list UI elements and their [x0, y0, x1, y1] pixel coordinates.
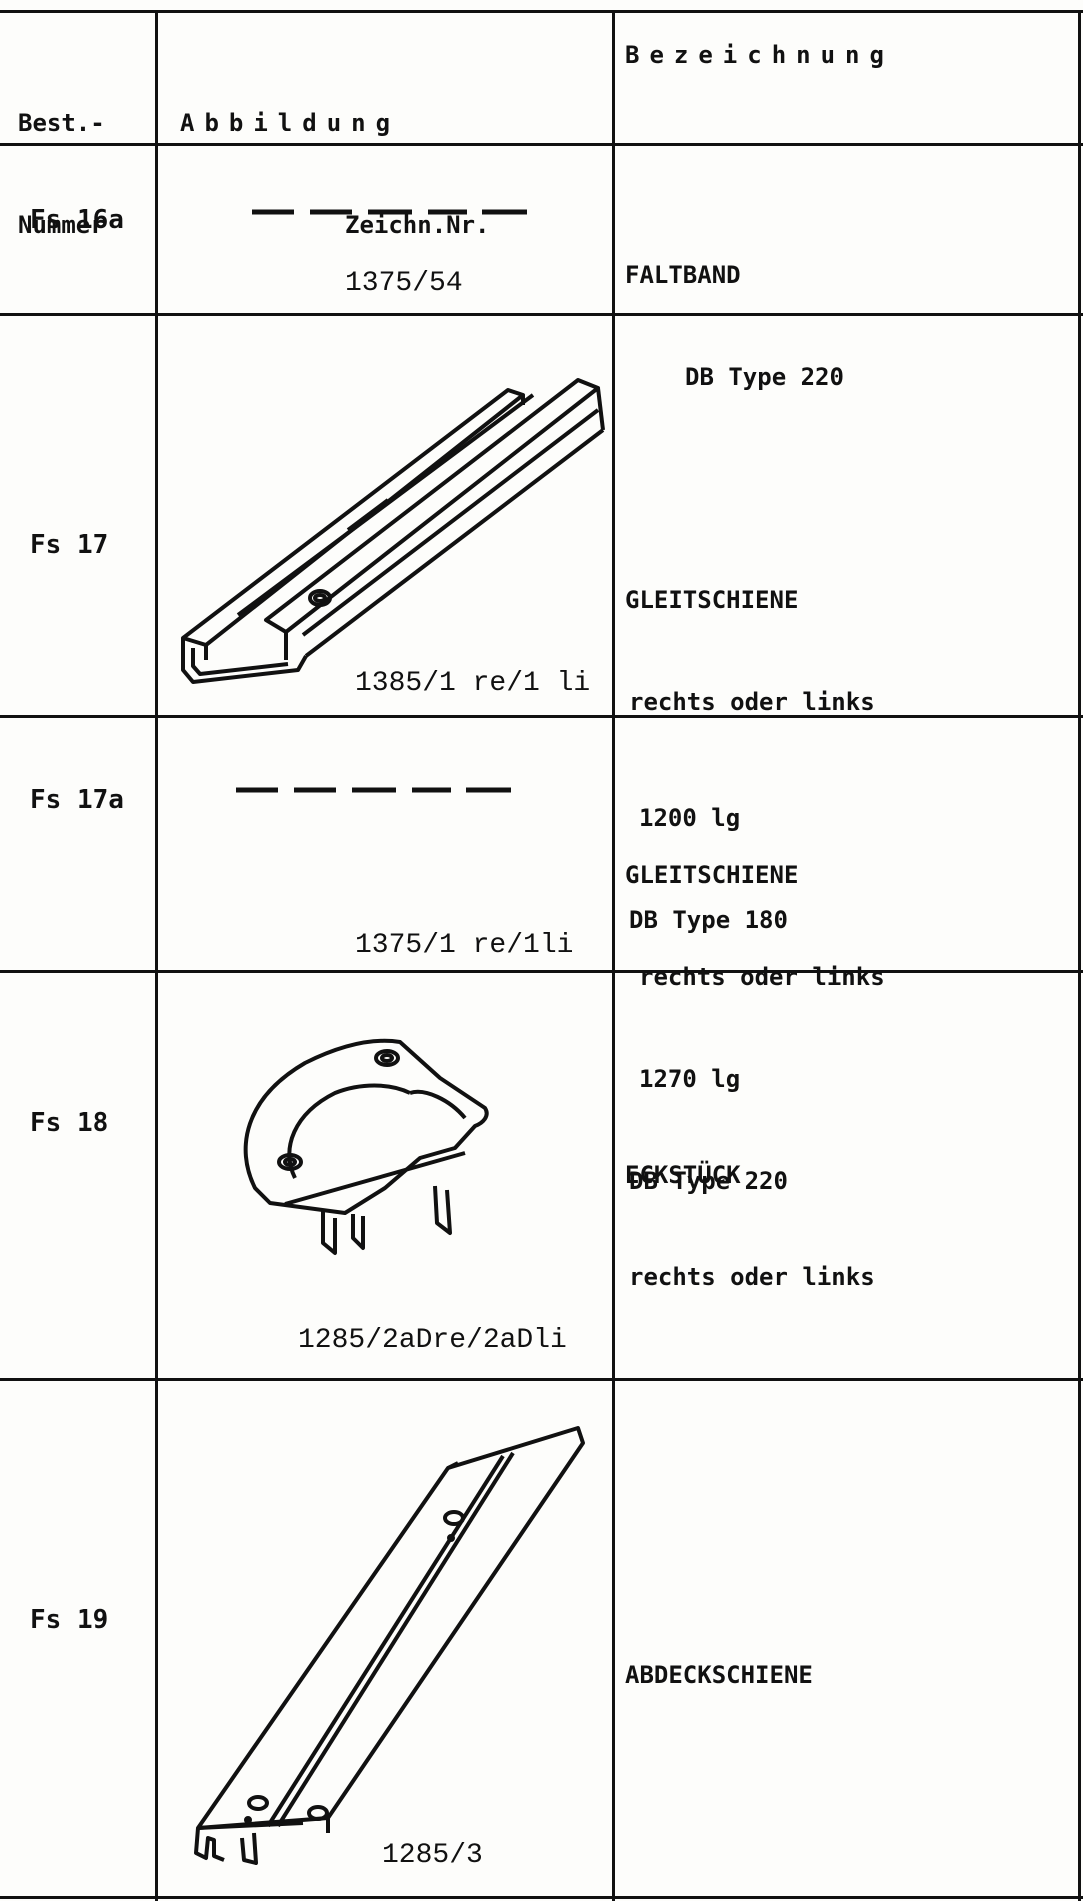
- column-divider-2: [612, 12, 615, 1901]
- row-4-designation: ECKSTÜCK rechts oder links: [625, 1090, 875, 1362]
- row-2-number: Fs 17: [30, 530, 109, 560]
- row-4-drawing-number: 1285/2aDre/2aDli: [298, 1325, 567, 1356]
- row-2-drawing-number: 1385/1 re/1 li: [355, 668, 591, 699]
- header-illustration-line1: Abbildung: [180, 109, 401, 137]
- row-divider-2: [0, 715, 1083, 718]
- row-4-name: ECKSTÜCK: [625, 1161, 741, 1189]
- row-1-name: FALTBAND: [625, 261, 741, 289]
- row-1-drawing-number: 1375/54: [345, 268, 463, 299]
- table-top-border: [0, 10, 1083, 13]
- table-right-border: [1078, 12, 1081, 1901]
- row-2-detail-2: 1200 lg: [639, 804, 741, 832]
- row-3-detail-2: 1270 lg: [639, 1065, 741, 1093]
- row-divider-1: [0, 313, 1083, 316]
- row-2-detail-3: DB Type 180: [629, 906, 788, 934]
- row-3-number: Fs 17a: [30, 785, 124, 815]
- row-1-designation: FALTBAND DB Type 220: [625, 190, 844, 462]
- row-1-detail-1: DB Type 220: [685, 363, 844, 391]
- row-4-number: Fs 18: [30, 1108, 109, 1138]
- header-order-number-line1: Best.-: [18, 109, 105, 137]
- header-divider: [0, 143, 1083, 146]
- column-divider-1: [155, 12, 158, 1901]
- corner-piece-icon: [243, 1038, 489, 1255]
- table-bottom-border: [0, 1896, 1083, 1899]
- header-order-number: Best.- Nummer: [18, 38, 105, 310]
- cover-rail-icon: [194, 1426, 585, 1865]
- header-illustration-line2: Zeichn.Nr.: [345, 211, 490, 239]
- row-3-detail-3: DB Type 220: [629, 1167, 788, 1195]
- row-3-drawing-number: 1375/1 re/1li: [355, 930, 574, 961]
- row-5-number: Fs 19: [30, 1605, 109, 1635]
- row-5-name: ABDECKSCHIENE: [625, 1661, 813, 1689]
- dashed-line-icon: [236, 787, 511, 793]
- dashed-line-icon: [252, 209, 527, 215]
- row-divider-4: [0, 1378, 1083, 1381]
- row-2-designation: GLEITSCHIENE rechts oder links 1200 lg D…: [625, 515, 875, 1005]
- row-2-name: GLEITSCHIENE: [625, 586, 799, 614]
- row-5-drawing-number: 1285/3: [382, 1840, 483, 1871]
- header-illustration: Abbildung Zeichn.Nr.: [180, 38, 490, 310]
- header-order-number-line2: Nummer: [18, 211, 105, 239]
- row-3-name: GLEITSCHIENE: [625, 861, 799, 889]
- slide-rail-icon: [181, 378, 605, 684]
- row-3-designation: GLEITSCHIENE rechts oder links 1270 lg D…: [625, 790, 885, 1266]
- row-2-detail-1: rechts oder links: [629, 688, 875, 716]
- row-5-designation: ABDECKSCHIENE: [625, 1590, 813, 1760]
- row-divider-3: [0, 970, 1083, 973]
- row-3-detail-1: rechts oder links: [639, 963, 885, 991]
- row-1-number: Fs 16a: [30, 205, 124, 235]
- header-designation: Bezeichnung: [625, 41, 894, 69]
- row-4-detail-1: rechts oder links: [629, 1263, 875, 1291]
